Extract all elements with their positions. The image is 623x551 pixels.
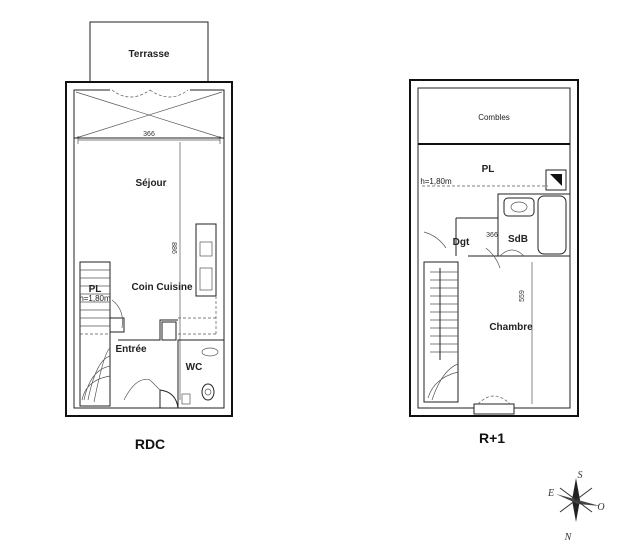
wc-door-arc [201, 347, 219, 357]
ground-floor-plan: Terrasse Séjour Coin Cuisine PL h=1,80m … [65, 21, 233, 452]
ground-outer-wall [65, 81, 233, 417]
first-closet-label: PL [482, 164, 495, 175]
ground-entry-door [159, 389, 179, 409]
first-floor-plan: Combles PL h=1,80m Dgt 366 SdB Chambre 5… [409, 79, 579, 446]
first-stair-outline [423, 261, 459, 403]
wc-toilet [201, 383, 215, 401]
ground-closet-label: PL [89, 284, 102, 295]
first-level-title: R+1 [479, 430, 505, 446]
bathroom-label: SdB [508, 234, 528, 245]
first-depth-dimension: 559 [519, 290, 526, 302]
entry-label: Entrée [115, 344, 147, 355]
ground-bay-window-swing [111, 89, 189, 98]
first-width-dimension: 366 [486, 232, 498, 239]
compass-rose-icon: S N E O [547, 470, 605, 543]
terrace-label: Terrasse [129, 49, 170, 60]
living-room-label: Séjour [135, 178, 166, 189]
kitchen-counter [195, 223, 217, 297]
ground-level-title: RDC [135, 436, 165, 452]
bedroom-window [473, 403, 515, 415]
kitchen-fridge [161, 321, 177, 341]
bathroom-basin [503, 197, 535, 217]
kitchen-label: Coin Cuisine [131, 282, 193, 293]
bathroom-outline [497, 193, 571, 257]
wc-label: WC [186, 362, 203, 373]
first-closet-box [545, 169, 567, 191]
first-closet-height: h=1,80m [420, 177, 452, 186]
compass-west: O [597, 502, 604, 513]
first-inner-wall [417, 87, 571, 409]
landing-partition [455, 217, 498, 257]
attic-label: Combles [478, 113, 510, 122]
compass-south: S [578, 470, 583, 481]
compass-north: N [564, 532, 573, 543]
first-outer-wall [409, 79, 579, 417]
wc-outline [177, 339, 225, 409]
bedroom-label: Chambre [489, 322, 533, 333]
wc-basin [181, 393, 191, 405]
ground-width-dimension: 366 [143, 131, 155, 138]
ground-entry-partition [109, 317, 178, 341]
first-stair-steps [427, 271, 459, 401]
landing-label: Dgt [453, 237, 470, 248]
bathroom-bathtub [537, 195, 567, 255]
ground-closet-height: h=1,80m [79, 294, 111, 303]
compass-east: E [547, 488, 554, 499]
ground-depth-dimension: 886 [170, 242, 177, 254]
ground-stair-steps [80, 269, 111, 403]
kitchen-sink [199, 241, 213, 257]
kitchen-hob [199, 267, 213, 291]
